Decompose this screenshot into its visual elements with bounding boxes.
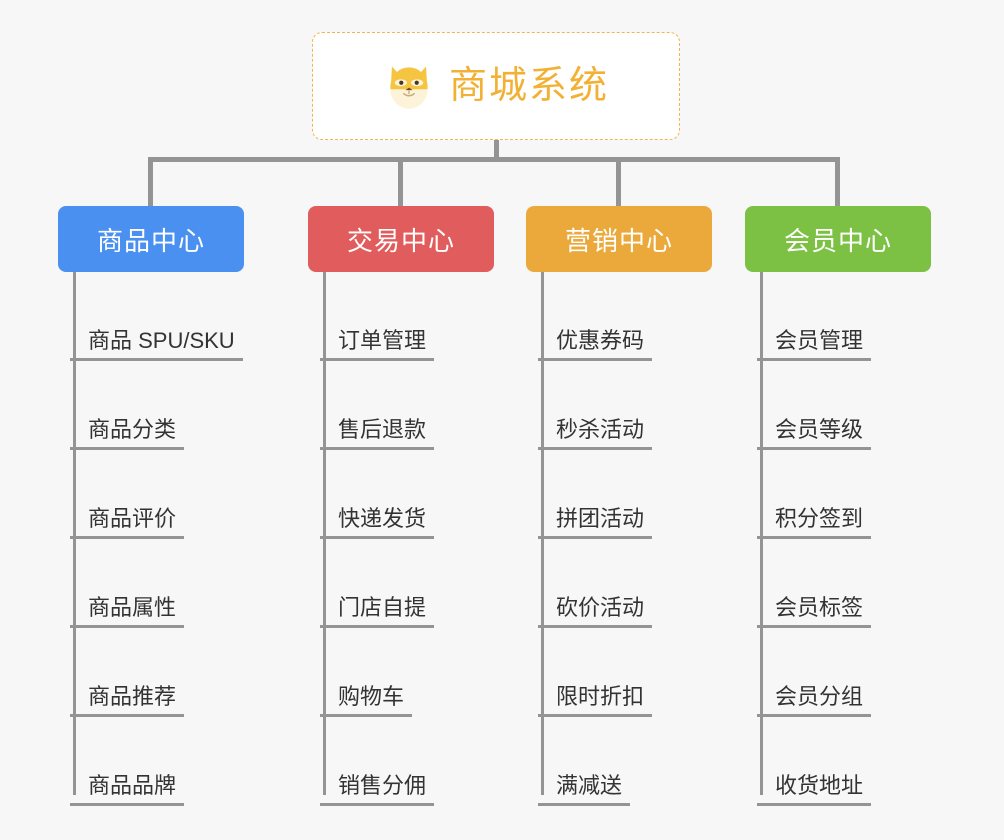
list-item-label: 满减送	[538, 773, 631, 806]
list-item[interactable]: 会员管理	[757, 272, 931, 361]
category-header-trade[interactable]: 交易中心	[308, 206, 494, 272]
list-item-label: 积分签到	[757, 506, 872, 539]
list-item[interactable]: 商品 SPU/SKU	[70, 272, 244, 361]
list-item[interactable]: 快递发货	[320, 450, 494, 539]
item-list-product: 商品 SPU/SKU 商品分类 商品评价 商品属性 商品推荐 商品品牌	[58, 272, 244, 806]
list-item-label: 砍价活动	[538, 595, 653, 628]
list-item[interactable]: 商品评价	[70, 450, 244, 539]
list-item-label: 会员等级	[757, 417, 872, 450]
list-item[interactable]: 销售分佣	[320, 717, 494, 806]
list-item-label: 售后退款	[320, 417, 435, 450]
list-item[interactable]: 砍价活动	[538, 539, 712, 628]
list-item-label: 商品 SPU/SKU	[70, 328, 243, 361]
list-item-label: 会员标签	[757, 595, 872, 628]
category-header-product[interactable]: 商品中心	[58, 206, 244, 272]
connector-drop-1	[398, 157, 403, 207]
item-list-member: 会员管理 会员等级 积分签到 会员标签 会员分组 收货地址	[745, 272, 931, 806]
list-item[interactable]: 商品分类	[70, 361, 244, 450]
list-item-label: 商品推荐	[70, 684, 185, 717]
root-node-card[interactable]: 商城系统	[312, 32, 680, 140]
list-item-label: 商品评价	[70, 506, 185, 539]
list-item[interactable]: 会员等级	[757, 361, 931, 450]
list-item[interactable]: 积分签到	[757, 450, 931, 539]
category-column-member: 会员中心 会员管理 会员等级 积分签到 会员标签 会员分组 收货地址	[745, 206, 931, 806]
list-item[interactable]: 优惠券码	[538, 272, 712, 361]
list-item[interactable]: 订单管理	[320, 272, 494, 361]
category-column-marketing: 营销中心 优惠券码 秒杀活动 拼团活动 砍价活动 限时折扣 满减送	[526, 206, 712, 806]
list-item-label: 商品分类	[70, 417, 185, 450]
list-item[interactable]: 秒杀活动	[538, 361, 712, 450]
list-item[interactable]: 收货地址	[757, 717, 931, 806]
list-item-label: 优惠券码	[538, 328, 653, 361]
list-item-label: 限时折扣	[538, 684, 653, 717]
connector-drop-3	[835, 157, 840, 207]
list-item-label: 门店自提	[320, 595, 435, 628]
connector-horizontal-bus	[148, 157, 840, 162]
list-item-label: 订单管理	[320, 328, 435, 361]
list-item-label: 收货地址	[757, 773, 872, 806]
list-item-label: 秒杀活动	[538, 417, 653, 450]
list-item[interactable]: 限时折扣	[538, 628, 712, 717]
list-item[interactable]: 满减送	[538, 717, 712, 806]
shiba-dog-face-icon	[390, 66, 428, 109]
list-item[interactable]: 会员分组	[757, 628, 931, 717]
category-column-product: 商品中心 商品 SPU/SKU 商品分类 商品评价 商品属性 商品推荐 商品品牌	[58, 206, 244, 806]
list-item-label: 商品品牌	[70, 773, 185, 806]
list-item[interactable]: 商品推荐	[70, 628, 244, 717]
connector-root-stem	[494, 140, 499, 160]
category-column-trade: 交易中心 订单管理 售后退款 快递发货 门店自提 购物车 销售分佣	[308, 206, 494, 806]
list-item[interactable]: 购物车	[320, 628, 494, 717]
list-item-label: 快递发货	[320, 506, 435, 539]
item-list-trade: 订单管理 售后退款 快递发货 门店自提 购物车 销售分佣	[308, 272, 494, 806]
category-header-marketing[interactable]: 营销中心	[526, 206, 712, 272]
list-item[interactable]: 会员标签	[757, 539, 931, 628]
list-item-label: 会员分组	[757, 684, 872, 717]
list-item[interactable]: 拼团活动	[538, 450, 712, 539]
list-item-label: 销售分佣	[320, 773, 435, 806]
list-item[interactable]: 门店自提	[320, 539, 494, 628]
list-item-label: 会员管理	[757, 328, 872, 361]
category-header-member[interactable]: 会员中心	[745, 206, 931, 272]
connector-drop-0	[148, 157, 153, 207]
item-list-marketing: 优惠券码 秒杀活动 拼团活动 砍价活动 限时折扣 满减送	[526, 272, 712, 806]
list-item-label: 商品属性	[70, 595, 185, 628]
list-item[interactable]: 商品品牌	[70, 717, 244, 806]
list-item[interactable]: 商品属性	[70, 539, 244, 628]
list-item-label: 购物车	[320, 684, 413, 717]
list-item-label: 拼团活动	[538, 506, 653, 539]
connector-drop-2	[616, 157, 621, 207]
list-item[interactable]: 售后退款	[320, 361, 494, 450]
root-node-title: 商城系统	[448, 65, 609, 107]
